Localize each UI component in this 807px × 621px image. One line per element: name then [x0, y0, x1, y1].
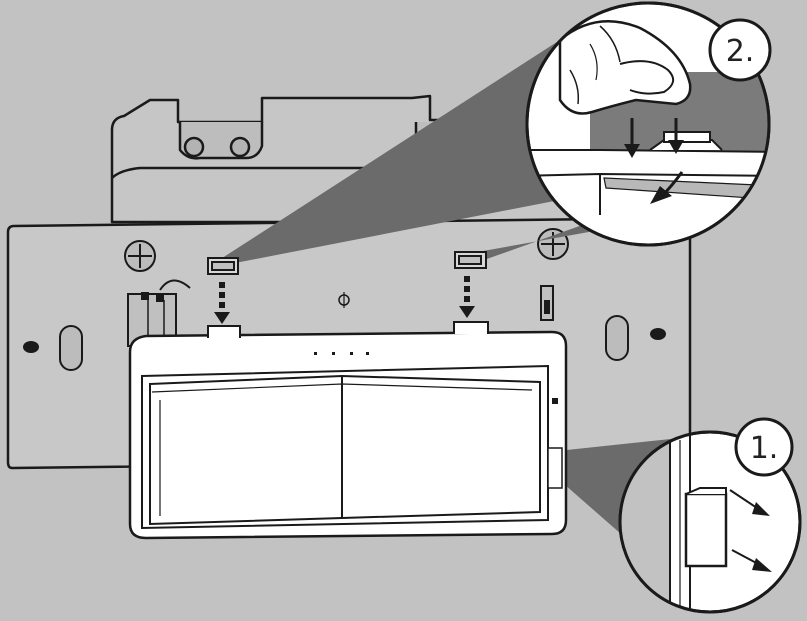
step-2-badge: [708, 18, 772, 82]
right-plate-hole: [650, 328, 666, 340]
right-mounting-slot: [605, 315, 629, 361]
left-dashed-arrow: [214, 282, 230, 324]
step-1-badge: [734, 417, 794, 477]
step-1-label: 1.: [750, 431, 779, 466]
right-dashed-arrow: [459, 276, 475, 318]
left-plate-hole: [23, 341, 39, 353]
switch-body: [128, 321, 568, 540]
left-mounting-slot: [59, 325, 83, 371]
left-tab: [207, 257, 239, 275]
step-2-label: 2.: [726, 34, 755, 69]
zoom-inset-step-2: 2.: [525, 1, 772, 247]
switch-tab: [684, 492, 728, 568]
zoom-inset-step-1: 1.: [618, 417, 802, 614]
right-tab: [454, 251, 487, 269]
top-left-screw: [124, 240, 156, 272]
